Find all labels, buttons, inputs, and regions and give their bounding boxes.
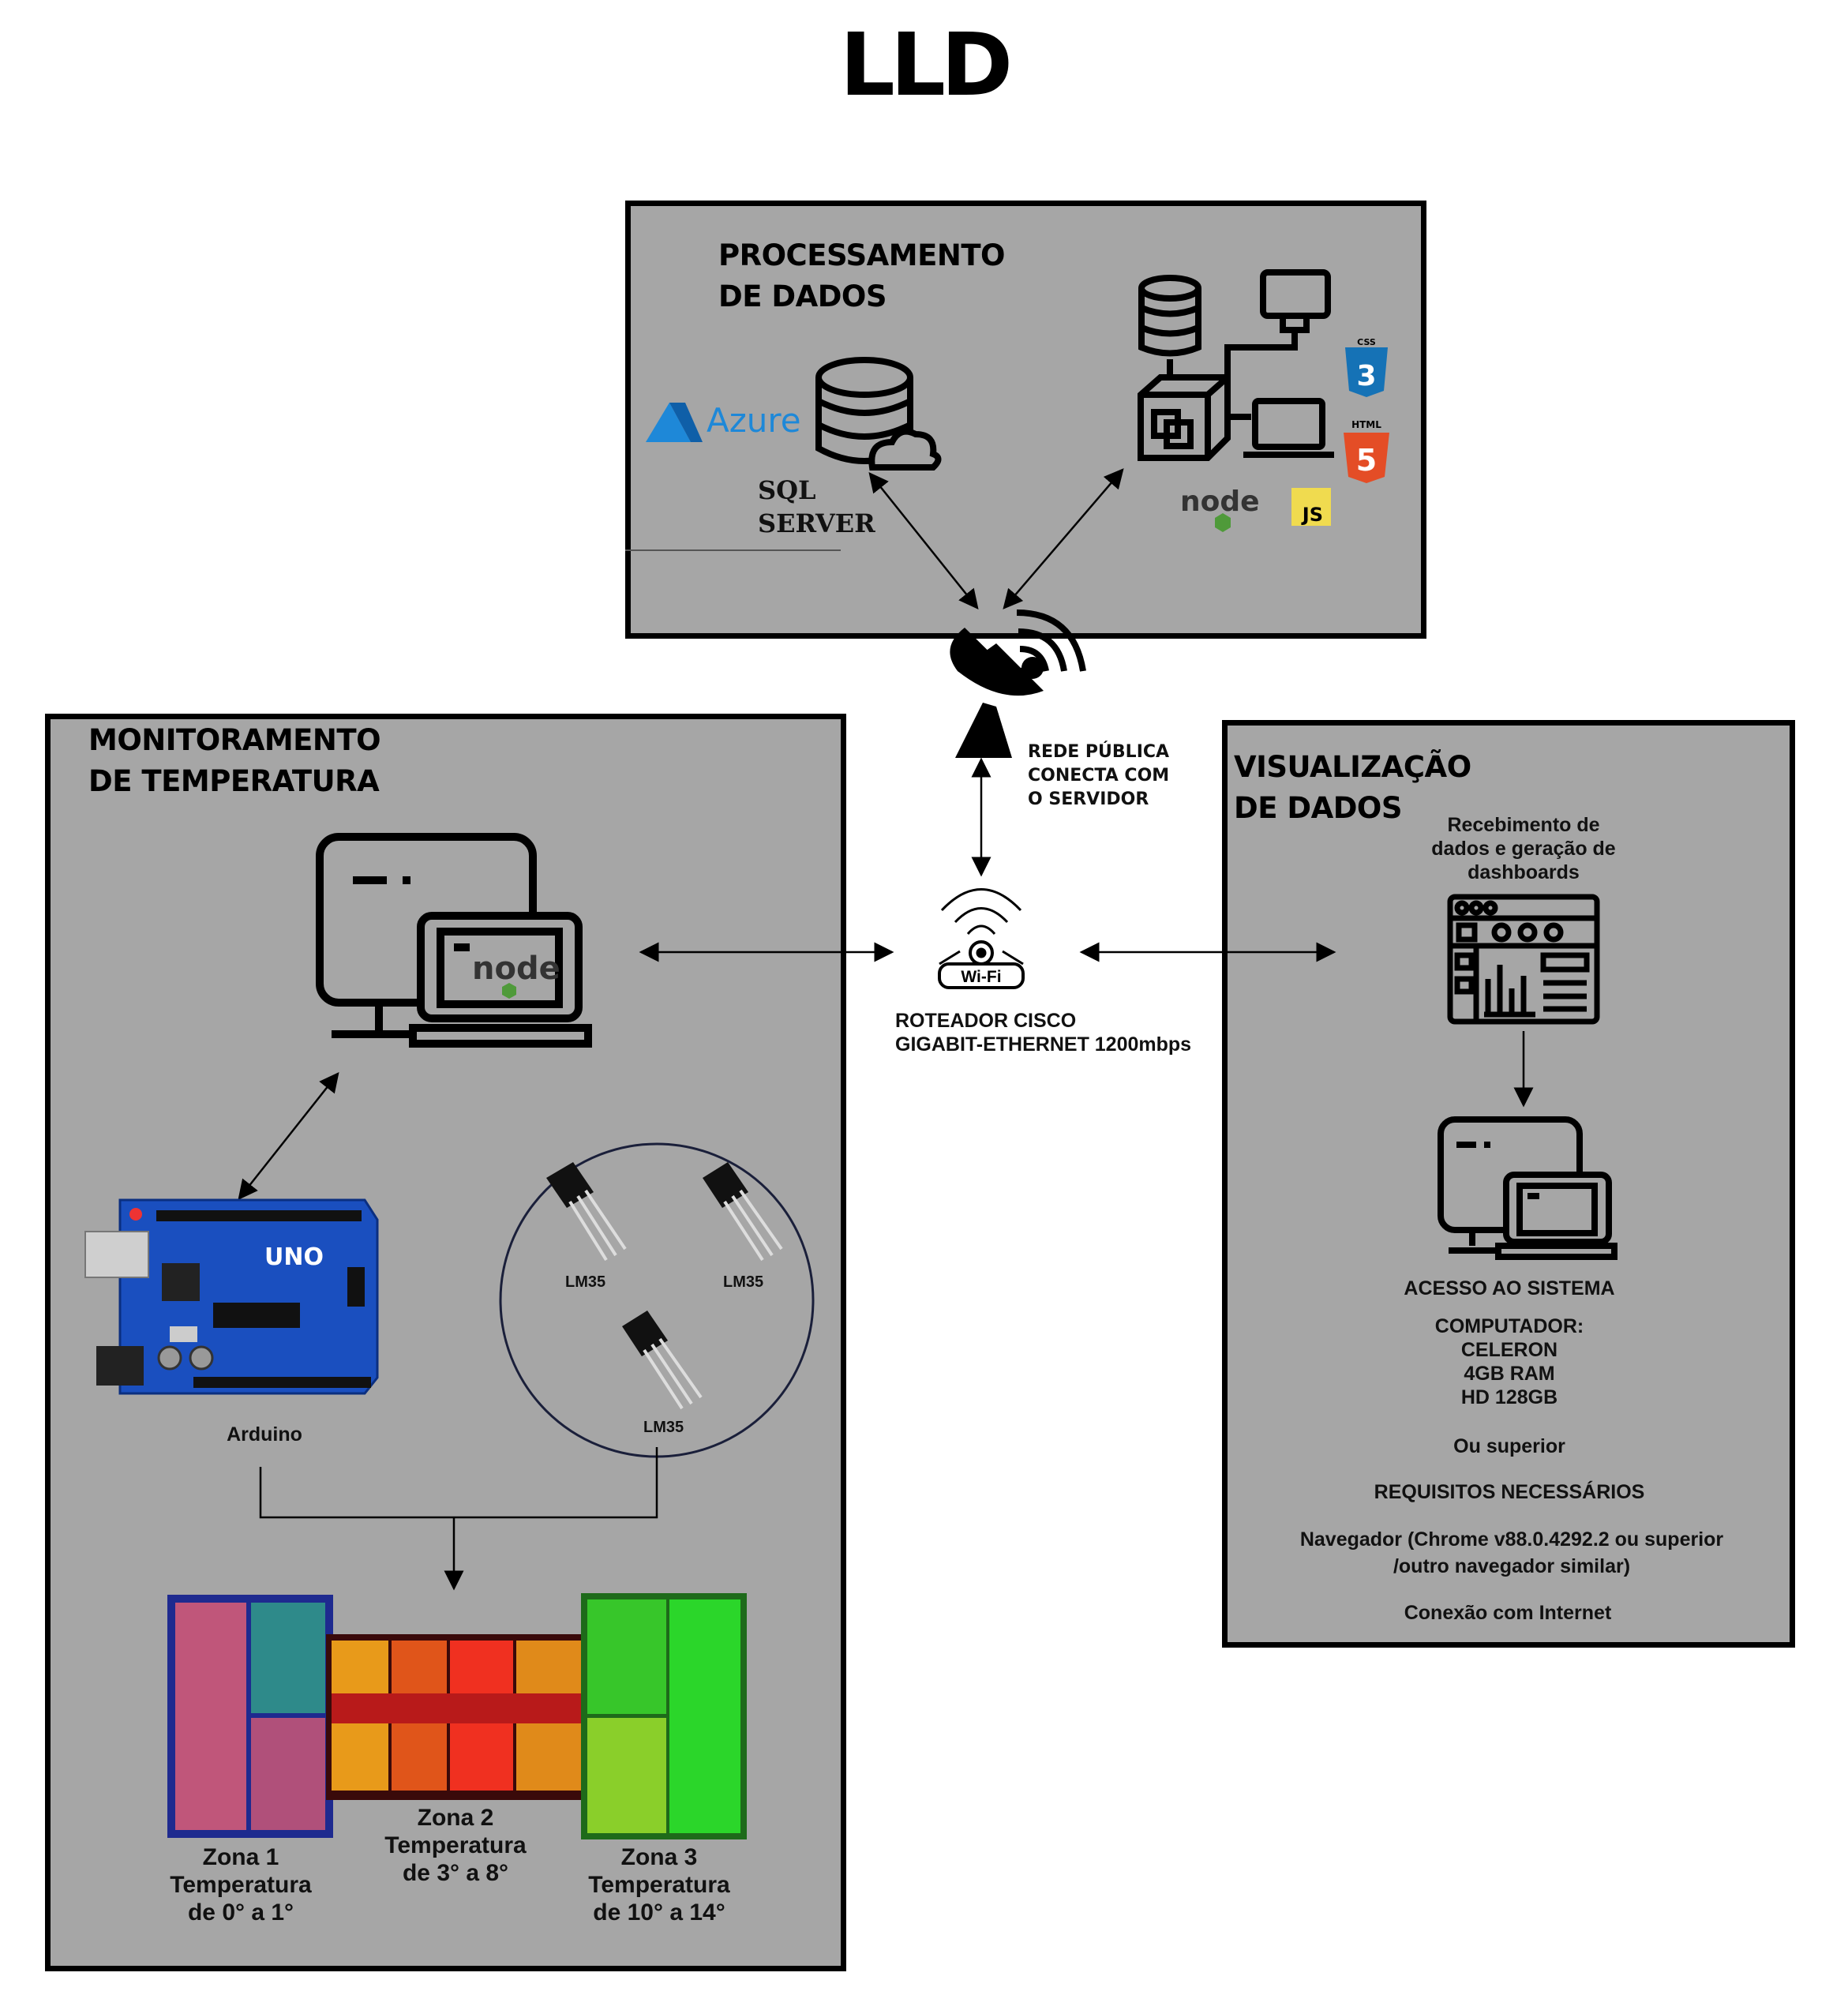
system-access-label: ACESSO AO SISTEMA xyxy=(1404,1277,1615,1299)
satellite-label-line3: O SERVIDOR xyxy=(1028,789,1149,809)
satellite-label-line1: REDE PÚBLICA xyxy=(1028,742,1170,762)
svg-text:CSS: CSS xyxy=(1357,337,1376,347)
lm35-label-2: LM35 xyxy=(723,1273,764,1291)
lm35-sensor-icon-2 xyxy=(703,1162,783,1262)
processamento-title-line1: PROCESSAMENTO xyxy=(718,238,1006,272)
requirements-label: REQUISITOS NECESSÁRIOS xyxy=(1374,1481,1645,1503)
processamento-title: PROCESSAMENTO DE DADOS xyxy=(718,235,1006,317)
computer-specs: COMPUTADOR: CELERON 4GB RAM HD 128GB xyxy=(1351,1314,1667,1409)
wifi-router-icon xyxy=(938,888,1025,989)
css3-logo-icon: CSS 3 xyxy=(1345,337,1388,397)
computer-specs-line1: COMPUTADOR: xyxy=(1434,1315,1584,1337)
zone-3-name: Zona 3 xyxy=(620,1844,698,1870)
zone-2-line2: Temperatura xyxy=(384,1832,527,1858)
zone-1-line3: de 0° a 1° xyxy=(187,1899,294,1926)
node-hex-icon xyxy=(502,983,516,999)
lm35-label-1: LM35 xyxy=(565,1273,606,1291)
router-label: ROTEADOR CISCO GIGABIT-ETHERNET 1200mbps xyxy=(895,1009,1191,1056)
satellite-dish-icon xyxy=(950,609,1086,758)
dashboards-line1: Recebimento de xyxy=(1447,814,1600,836)
arduino-board-icon: UNO xyxy=(84,1198,379,1395)
visualizacao-title-line2: DE DADOS xyxy=(1234,791,1403,825)
node-logo-icon: node xyxy=(1180,486,1260,532)
zone-2-crate xyxy=(326,1634,590,1800)
zone-1-label: Zona 1 Temperatura de 0° a 1° xyxy=(146,1843,335,1926)
server-network-icon xyxy=(1138,269,1334,461)
svg-text:HTML: HTML xyxy=(1351,419,1381,430)
satellite-label-line2: CONECTA COM xyxy=(1028,766,1170,786)
zone-3-line3: de 10° a 14° xyxy=(593,1899,725,1926)
desktop-laptop-icon-visualizacao xyxy=(1438,1116,1617,1260)
javascript-logo-icon: JS xyxy=(1291,488,1331,526)
wifi-label: Wi-Fi xyxy=(961,968,1001,986)
dashboard-icon xyxy=(1447,894,1600,1025)
browser-requirement-line1: Navegador (Chrome v88.0.4292.2 ou superi… xyxy=(1299,1528,1724,1551)
visualizacao-title-line1: VISUALIZAÇÃO xyxy=(1234,750,1471,784)
uno-label: UNO xyxy=(264,1243,324,1271)
zone-2-label: Zona 2 Temperatura de 3° a 8° xyxy=(361,1804,550,1887)
node-label-monitoring: node xyxy=(472,951,560,987)
js-label: JS xyxy=(1301,504,1323,526)
dashboards-line2: dados e geração de xyxy=(1431,838,1616,860)
router-label-line2: GIGABIT-ETHERNET 1200mbps xyxy=(895,1033,1192,1056)
computer-specs-line2: CELERON xyxy=(1460,1339,1558,1361)
svg-text:3: 3 xyxy=(1356,360,1376,392)
monitoramento-title: MONITORAMENTO DE TEMPERATURA xyxy=(88,720,381,802)
processamento-title-line2: DE DADOS xyxy=(718,279,887,313)
zone-2-line3: de 3° a 8° xyxy=(402,1860,509,1886)
browser-requirement: Navegador (Chrome v88.0.4292.2 ou superi… xyxy=(1271,1526,1752,1580)
zone-3-crate xyxy=(581,1593,747,1839)
zone-2-name: Zona 2 xyxy=(417,1805,494,1831)
lm35-label-3: LM35 xyxy=(643,1419,684,1436)
svg-text:5: 5 xyxy=(1356,443,1377,478)
router-label-line1: ROTEADOR CISCO xyxy=(895,1010,1077,1032)
sensors-circle xyxy=(499,1142,815,1458)
desktop-laptop-icon xyxy=(316,833,592,1048)
internet-requirement: Conexão com Internet xyxy=(1404,1602,1612,1624)
zone-1-crate xyxy=(167,1595,333,1838)
browser-requirement-line2: /outro navegador similar) xyxy=(1393,1555,1631,1577)
lm35-sensor-icon-3 xyxy=(622,1311,703,1410)
zone-3-label: Zona 3 Temperatura de 10° a 14° xyxy=(564,1843,754,1926)
monitoramento-title-line2: DE TEMPERATURA xyxy=(88,764,380,798)
azure-logo-icon xyxy=(646,403,703,442)
dashboards-line3: dashboards xyxy=(1468,861,1580,883)
arduino-label: Arduino xyxy=(227,1423,302,1446)
sql-server-label: SQL SERVER xyxy=(758,474,875,540)
sql-server-database-icon xyxy=(815,357,942,471)
zone-1-line2: Temperatura xyxy=(170,1872,312,1898)
computer-specs-line3: 4GB RAM xyxy=(1464,1363,1555,1385)
zone-1-name: Zona 1 xyxy=(202,1844,279,1870)
dashboards-description: Recebimento de dados e geração de dashbo… xyxy=(1385,813,1662,884)
or-better-label: Ou superior xyxy=(1453,1435,1565,1457)
sql-label-line1: SQL xyxy=(758,475,816,505)
page-title: LLD xyxy=(839,14,1014,115)
html5-logo-icon: HTML 5 xyxy=(1344,419,1389,483)
sql-label-line2: SERVER xyxy=(758,508,875,538)
computer-specs-line4: HD 128GB xyxy=(1460,1386,1558,1408)
monitoramento-title-line1: MONITORAMENTO xyxy=(88,723,381,757)
visualizacao-title: VISUALIZAÇÃO DE DADOS xyxy=(1234,747,1471,829)
zone-3-line2: Temperatura xyxy=(588,1872,730,1898)
node-label-processing: node xyxy=(1180,486,1260,518)
azure-label: Azure xyxy=(707,401,801,440)
satellite-label: REDE PÚBLICA CONECTA COM O SERVIDOR xyxy=(1028,741,1169,812)
lm35-sensor-icon-1 xyxy=(546,1162,627,1262)
